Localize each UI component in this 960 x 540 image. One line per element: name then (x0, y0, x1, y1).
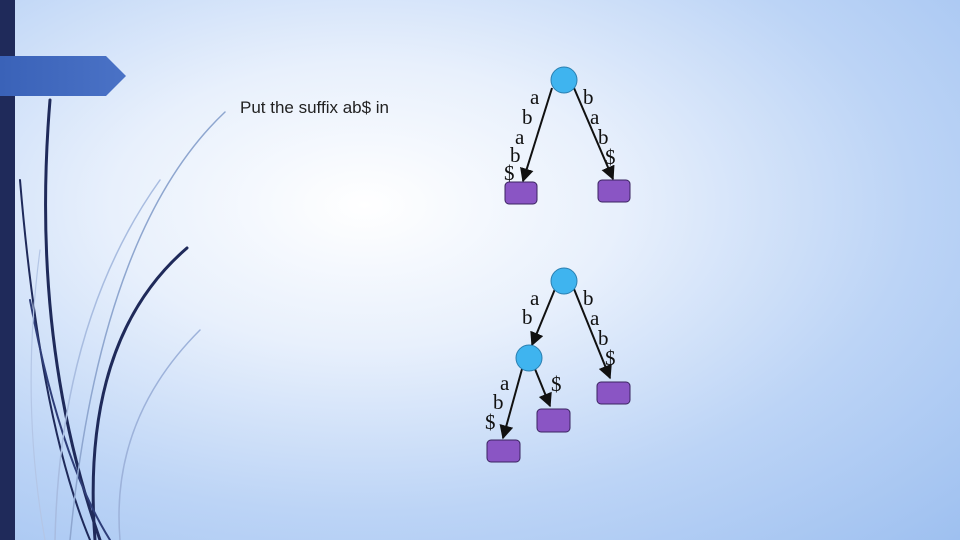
tree2-sub-right-label-0: $ (551, 372, 562, 396)
tree-1: a b a b $ b a b $ (504, 66, 631, 205)
tree2-edge-left (530, 288, 556, 347)
tree2-right-label-2: b (598, 326, 609, 350)
tree1-left-label-1: b (522, 105, 533, 129)
tree2-sub-left-label-0: a (500, 371, 510, 395)
tree1-right-label-3: $ (605, 145, 616, 169)
tree2-left-label-0: a (530, 286, 540, 310)
tree2-right-label-3: $ (605, 346, 616, 370)
tree2-leaf-middle (536, 408, 571, 433)
tree1-left-label-0: a (530, 85, 540, 109)
tree2-sub-edge-left (499, 368, 523, 440)
tree1-right-label-1: a (590, 105, 600, 129)
prompt-text: Put the suffix ab$ in (240, 98, 390, 117)
tree1-left-label-4: $ (504, 161, 515, 185)
tree2-sub-edge-right (534, 368, 552, 408)
tree2-right-label-0: b (583, 286, 594, 310)
tree2-left-label-1: b (522, 305, 533, 329)
tree2-right-label-1: a (590, 306, 600, 330)
title-tab-shape (0, 56, 126, 96)
tree1-left-label-3: b (510, 143, 521, 167)
tree2-leaf-right (596, 381, 631, 405)
tree1-edge-right (573, 87, 615, 181)
tree2-sub-left-label-1: b (493, 390, 504, 414)
tree1-right-label-2: b (598, 125, 609, 149)
tree1-right-label-0: b (583, 85, 594, 109)
tree1-edge-left (520, 87, 553, 183)
tree2-leaf-left (486, 439, 521, 463)
left-accent-bar (0, 0, 15, 540)
tree2-sub-left-label-2: $ (485, 410, 496, 434)
tree2-root-node (550, 267, 578, 295)
tree1-leaf-right (597, 179, 631, 203)
tree2-edge-right (573, 288, 612, 380)
tree-2: a b b a b $ a b $ $ (485, 267, 631, 463)
tree1-left-label-2: a (515, 125, 525, 149)
tree2-internal-node (515, 344, 543, 372)
tree1-root-node (550, 66, 578, 94)
tree1-leaf-left (504, 181, 538, 205)
